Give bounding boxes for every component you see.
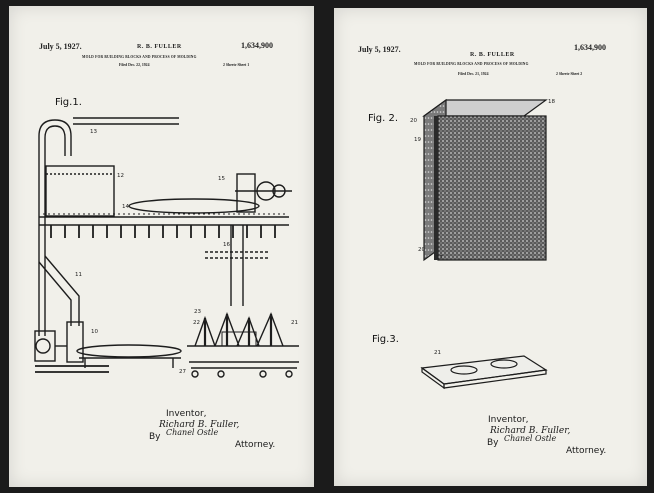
sheet1-patent-number: 1,634,900 xyxy=(241,41,273,50)
ref-17: 17 xyxy=(436,255,443,261)
patent-sheet-2: July 5, 1927. R. B. FULLER 1,634,900 MOL… xyxy=(334,8,647,486)
sheet2-date: July 5, 1927. xyxy=(358,45,401,54)
sheet2-inventor-name: R. B. FULLER xyxy=(470,52,515,58)
sheet2-attorney-caption: Attorney. xyxy=(566,446,607,456)
fig2-label: Fig. 2. xyxy=(368,113,399,124)
ref-14: 14 xyxy=(122,204,129,210)
ref-23: 23 xyxy=(194,309,201,315)
fig1-label: Fig.1. xyxy=(55,97,82,108)
sheet1-subtitle: MOLD FOR BUILDING BLOCKS AND PROCESS OF … xyxy=(82,55,197,59)
sheet2-filed-date: Filed Dec. 21, 1924 xyxy=(458,72,489,76)
fig2-fig3-drawing: 18 20 19 20 17 21 xyxy=(410,98,555,390)
ref-21: 21 xyxy=(291,320,298,326)
fig3-label: Fig.3. xyxy=(372,334,399,345)
sheet1-sheet-count: 2 Sheets-Sheet 1 xyxy=(223,63,250,67)
fig1-drawing: 13 12 15 14 16 11 10 23 22 21 27 xyxy=(34,117,299,378)
ref-20-bottom: 20 xyxy=(418,247,425,253)
ref-27: 27 xyxy=(179,369,186,375)
sheet1-by-label: By xyxy=(149,432,161,442)
sheet1-date: July 5, 1927. xyxy=(39,42,82,51)
ref-21: 21 xyxy=(434,350,441,356)
sheet2-inventor-signature: Richard B. Fuller, xyxy=(490,426,571,436)
sheet1-filed-date: Filed Dec. 22, 1924 xyxy=(119,63,150,67)
ref-19: 19 xyxy=(414,137,421,143)
patent-sheet-1: July 5, 1927. R. B. FULLER 1,634,900 MOL… xyxy=(9,6,314,487)
sheet2-attorney-signature: Chanel Ostle xyxy=(504,434,557,443)
ref-16: 16 xyxy=(223,242,230,248)
sheet1-attorney-signature: Chanel Ostle xyxy=(166,428,219,437)
sheet2-patent-number: 1,634,900 xyxy=(574,43,606,52)
sheet1-inventor-signature: Richard B. Fuller, xyxy=(159,420,240,430)
ref-20-top: 20 xyxy=(410,118,417,124)
ref-13: 13 xyxy=(90,129,97,135)
ref-10: 10 xyxy=(91,329,98,335)
ref-12: 12 xyxy=(117,173,124,179)
sheet1-inventor-caption: Inventor, xyxy=(166,409,207,419)
ref-22: 22 xyxy=(193,320,200,326)
sheet2-by-label: By xyxy=(487,438,499,448)
sheet1-attorney-caption: Attorney. xyxy=(235,440,276,450)
sheet2-subtitle: MOLD FOR BUILDING BLOCKS AND PROCESS OF … xyxy=(414,62,529,66)
ref-11: 11 xyxy=(75,272,82,278)
sheet2-inventor-caption: Inventor, xyxy=(488,415,529,425)
sheet2-sheet-count: 2 Sheets-Sheet 2 xyxy=(556,72,583,76)
sheet1-inventor-name: R. B. FULLER xyxy=(137,44,182,50)
ref-15: 15 xyxy=(218,176,225,182)
ref-18: 18 xyxy=(548,99,555,105)
